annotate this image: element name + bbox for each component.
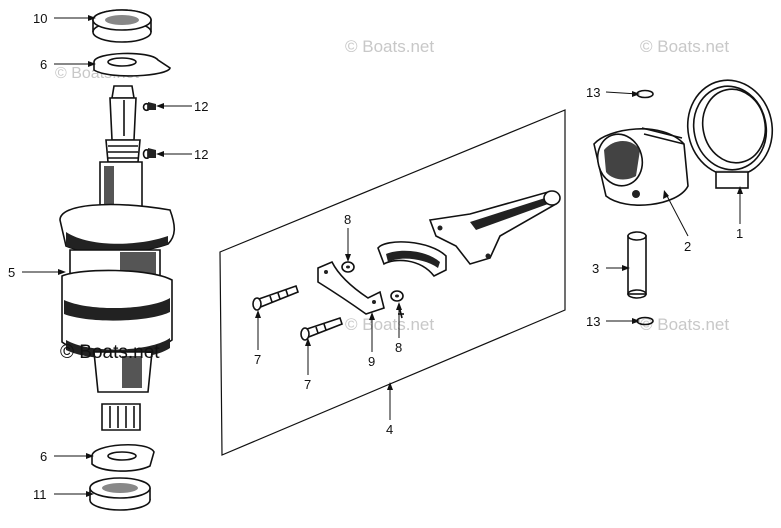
washer-upper xyxy=(341,261,355,273)
washer-lower xyxy=(390,290,404,302)
callout-4: 4 xyxy=(386,422,393,437)
callout-12-a: 12 xyxy=(194,99,208,114)
callout-3: 3 xyxy=(592,261,599,276)
oil-seal-bottom xyxy=(89,477,151,511)
watermark-faint: © Boats.net xyxy=(345,37,434,56)
rod-bolt-lower xyxy=(300,316,343,341)
callout-8-top: 8 xyxy=(344,212,351,227)
woodruff-key-upper xyxy=(142,102,156,112)
callout-7-b: 7 xyxy=(304,377,311,392)
piston-rings xyxy=(686,79,774,189)
bearing-washer-top xyxy=(93,52,171,77)
callout-arrows xyxy=(58,15,743,497)
callout-6-top: 6 xyxy=(40,57,47,72)
callout-5: 5 xyxy=(8,265,15,280)
callout-10: 10 xyxy=(33,11,47,26)
piston-pin xyxy=(627,231,647,299)
callout-2: 2 xyxy=(684,239,691,254)
watermark-main: © Boats.net xyxy=(60,342,160,363)
locking-plate xyxy=(317,260,385,315)
rod-bolt-upper xyxy=(252,284,299,311)
callout-1: 1 xyxy=(736,226,743,241)
watermark-faint: © Boats.net xyxy=(640,37,729,56)
connecting-rod-panel xyxy=(219,109,566,456)
callout-9: 9 xyxy=(368,354,375,369)
oil-seal-top xyxy=(92,9,152,43)
callout-8-bottom: 8 xyxy=(395,340,402,355)
crankshaft xyxy=(59,85,176,431)
watermark-faint: © Boats.net xyxy=(640,315,729,334)
piston xyxy=(593,127,689,206)
callout-leaders xyxy=(22,17,741,495)
woodruff-key-lower xyxy=(142,148,156,159)
callout-6-bottom: 6 xyxy=(40,449,47,464)
connecting-rod xyxy=(428,190,561,265)
bearing-washer-bottom xyxy=(91,443,155,472)
callout-13-top: 13 xyxy=(586,85,600,100)
rod-cap xyxy=(377,241,447,278)
callout-13-bottom: 13 xyxy=(586,314,600,329)
callout-12-b: 12 xyxy=(194,147,208,162)
watermark-faint: © Boats.net xyxy=(345,315,434,334)
callout-11: 11 xyxy=(33,487,47,502)
callout-7-a: 7 xyxy=(254,352,261,367)
